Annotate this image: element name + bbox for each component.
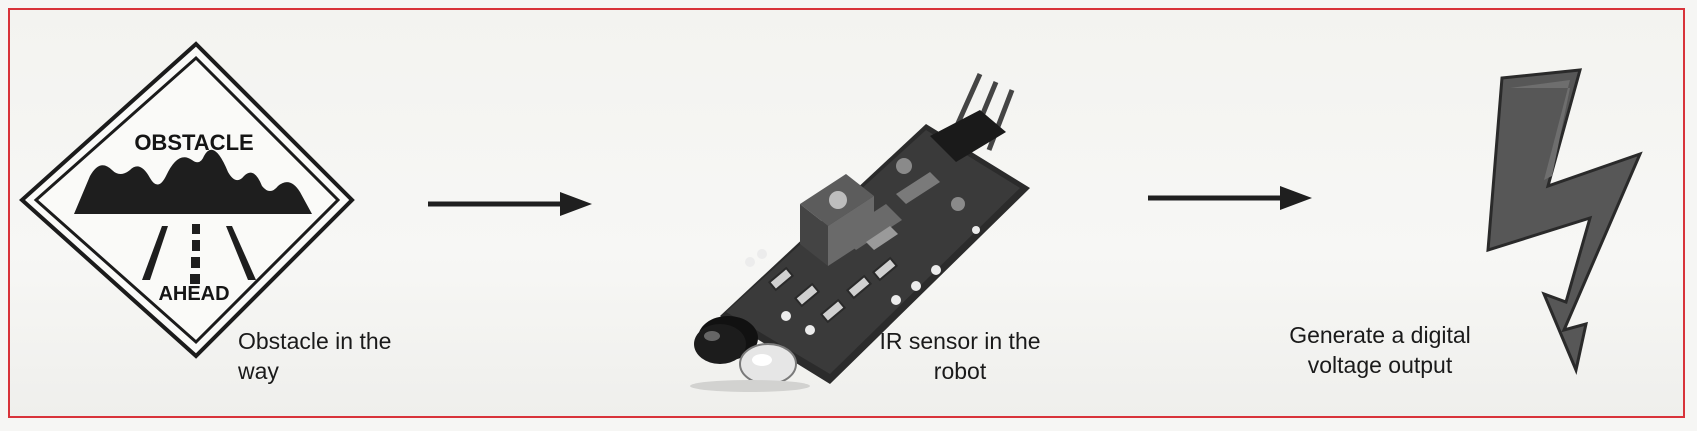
sign-bottom-text: AHEAD <box>158 283 229 305</box>
step-ir-sensor: IR sensor in the robot <box>690 40 1110 431</box>
step-obstacle: OBSTACLE AHEAD Obstacle in the way <box>0 0 400 431</box>
step-caption: Obstacle in the way <box>238 326 458 386</box>
sign-top-text: OBSTACLE <box>134 130 253 155</box>
step-caption: IR sensor in the robot <box>840 326 1080 386</box>
step-voltage-output: Generate a digital voltage output <box>1240 0 1697 431</box>
step-caption: Generate a digital voltage output <box>1260 320 1500 380</box>
arrow-right-icon <box>428 190 598 220</box>
